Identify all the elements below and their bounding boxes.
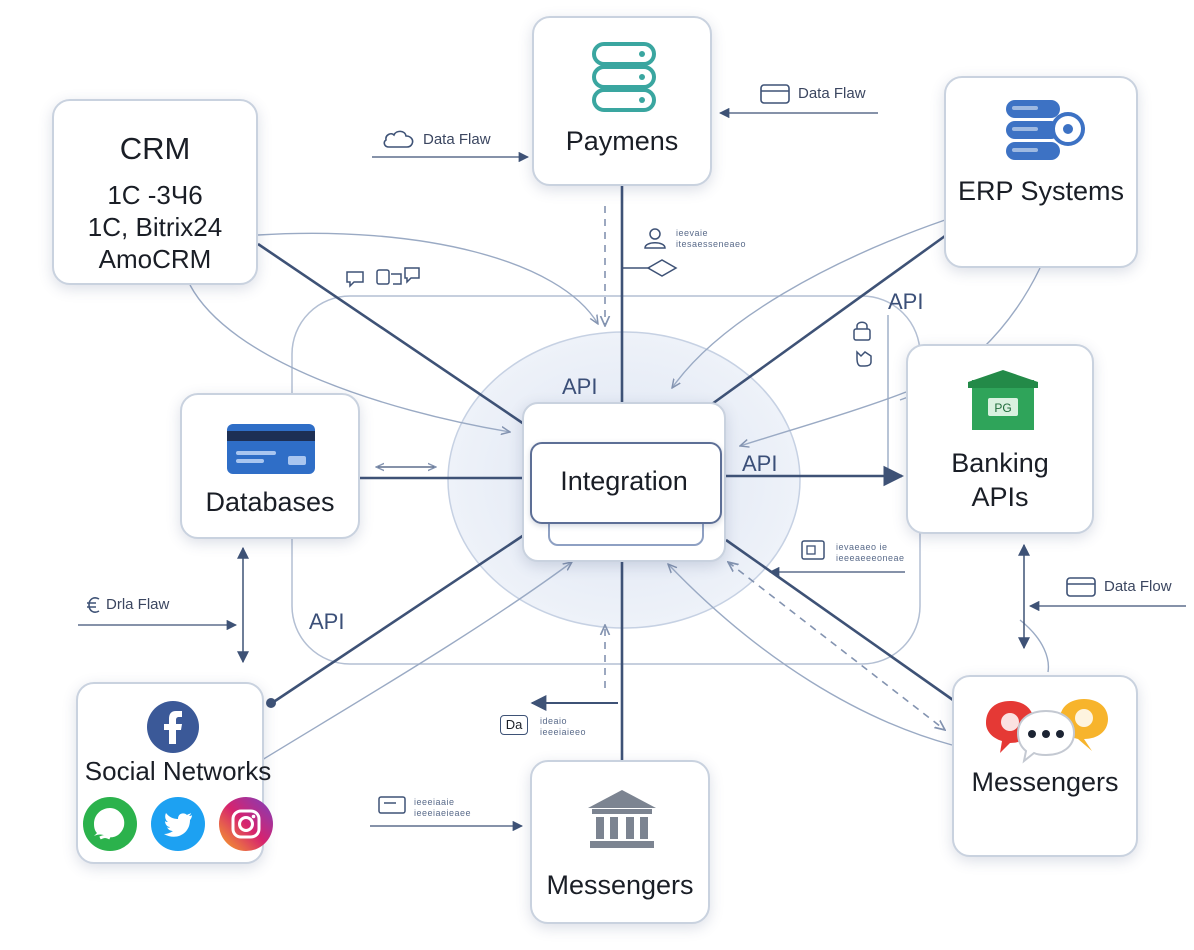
api-label-left: API	[309, 609, 345, 634]
instagram-icon	[219, 797, 273, 851]
euro-icon	[87, 597, 100, 613]
dashed-arrow-messengers	[728, 562, 945, 730]
messengers-bottom-label: Messengers	[546, 870, 694, 900]
integration-plate	[530, 442, 722, 524]
hand-icon	[856, 350, 872, 367]
wallet-icon	[378, 796, 406, 814]
credit-card-icon	[227, 424, 315, 474]
messengers-right-label: Messengers	[971, 767, 1119, 797]
crm-line-1: 1C -3Ч6	[107, 180, 203, 210]
curve-social-integration	[261, 562, 572, 761]
connector-social-dot	[266, 698, 276, 708]
api-label-right: API	[742, 451, 778, 476]
curve-crm-databases	[189, 284, 510, 432]
database-stack-icon	[592, 42, 656, 112]
banking-label-2: APIs	[971, 482, 1029, 512]
banking-node[interactable]: PG Banking APIs	[906, 344, 1094, 534]
chat-bubbles-icon	[986, 699, 1108, 764]
bank-building-icon	[588, 790, 656, 848]
database-gear-icon	[1006, 100, 1085, 160]
databases-label: Databases	[205, 487, 335, 517]
connector-social	[271, 533, 525, 705]
twitter-icon	[151, 797, 205, 851]
social-label: Social Networks	[84, 756, 272, 786]
square-icon	[801, 540, 825, 560]
flow-label-left: Drla Flaw	[106, 596, 170, 613]
chat-outline-icons	[346, 267, 420, 288]
diamond-icon	[646, 259, 678, 277]
erp-label: ERP Systems	[957, 176, 1125, 206]
connector-erp	[711, 234, 946, 406]
crm-line-2: 1C, Bitrix24	[87, 212, 223, 242]
social-node[interactable]: Social Networks	[76, 682, 273, 864]
flow-label-top-right: Data Flaw	[798, 85, 866, 102]
bank-store-icon: PG	[968, 370, 1038, 430]
integration-node[interactable]: Integration	[522, 402, 726, 562]
flow-label-right: Data Flow	[1104, 578, 1172, 595]
bank-store-badge: PG	[994, 401, 1011, 415]
tiny-text-bottom-center-a: ideaio	[540, 716, 568, 726]
whatsapp-icon	[83, 797, 137, 851]
tiny-text-bottom-left-a: ieeeiaaie	[414, 797, 455, 807]
crm-title: CRM	[119, 131, 191, 166]
payments-node[interactable]: Paymens	[532, 16, 712, 186]
messengers-bottom-node[interactable]: Messengers	[530, 760, 710, 924]
erp-node[interactable]: ERP Systems	[944, 76, 1138, 268]
connector-messengers-right	[725, 538, 954, 702]
crm-line-3: AmoCRM	[98, 244, 212, 274]
tiny-text-right-mid-a: ievaeaeo ie	[836, 542, 888, 552]
facebook-icon	[147, 701, 199, 753]
api-label-erp: API	[888, 289, 924, 314]
cloud-icon	[383, 130, 414, 148]
tiny-text-bottom-left-b: ieeeiaeieaee	[414, 808, 472, 818]
databases-node[interactable]: Databases	[180, 393, 360, 539]
tiny-text-top-center-b: itesaesseneaeo	[676, 239, 747, 249]
api-label-top: API	[562, 374, 598, 399]
payments-label: Paymens	[565, 126, 679, 156]
curve-erp-integration	[672, 219, 946, 388]
messengers-right-node[interactable]: Messengers	[952, 675, 1138, 857]
user-lock-icon	[644, 228, 666, 249]
card-icon	[760, 84, 790, 104]
integration-label: Integration	[560, 466, 688, 496]
curve-crm-integration	[257, 232, 598, 324]
tiny-text-top-center-a: ieevaie	[676, 228, 709, 238]
tiny-text-bottom-center-b: ieeeiaieeo	[540, 727, 587, 737]
crm-node[interactable]: CRM 1C -3Ч6 1C, Bitrix24 AmoCRM	[52, 99, 258, 285]
card-icon-right	[1066, 577, 1096, 597]
flow-label-top-left: Data Flaw	[423, 131, 491, 148]
connector-crm	[257, 242, 525, 426]
lock-icon	[853, 321, 871, 341]
banking-label-1: Banking	[951, 448, 1049, 478]
small-box-label: Da	[500, 715, 528, 735]
tiny-text-right-mid-b: ieeeaeeeoneae	[836, 553, 905, 563]
